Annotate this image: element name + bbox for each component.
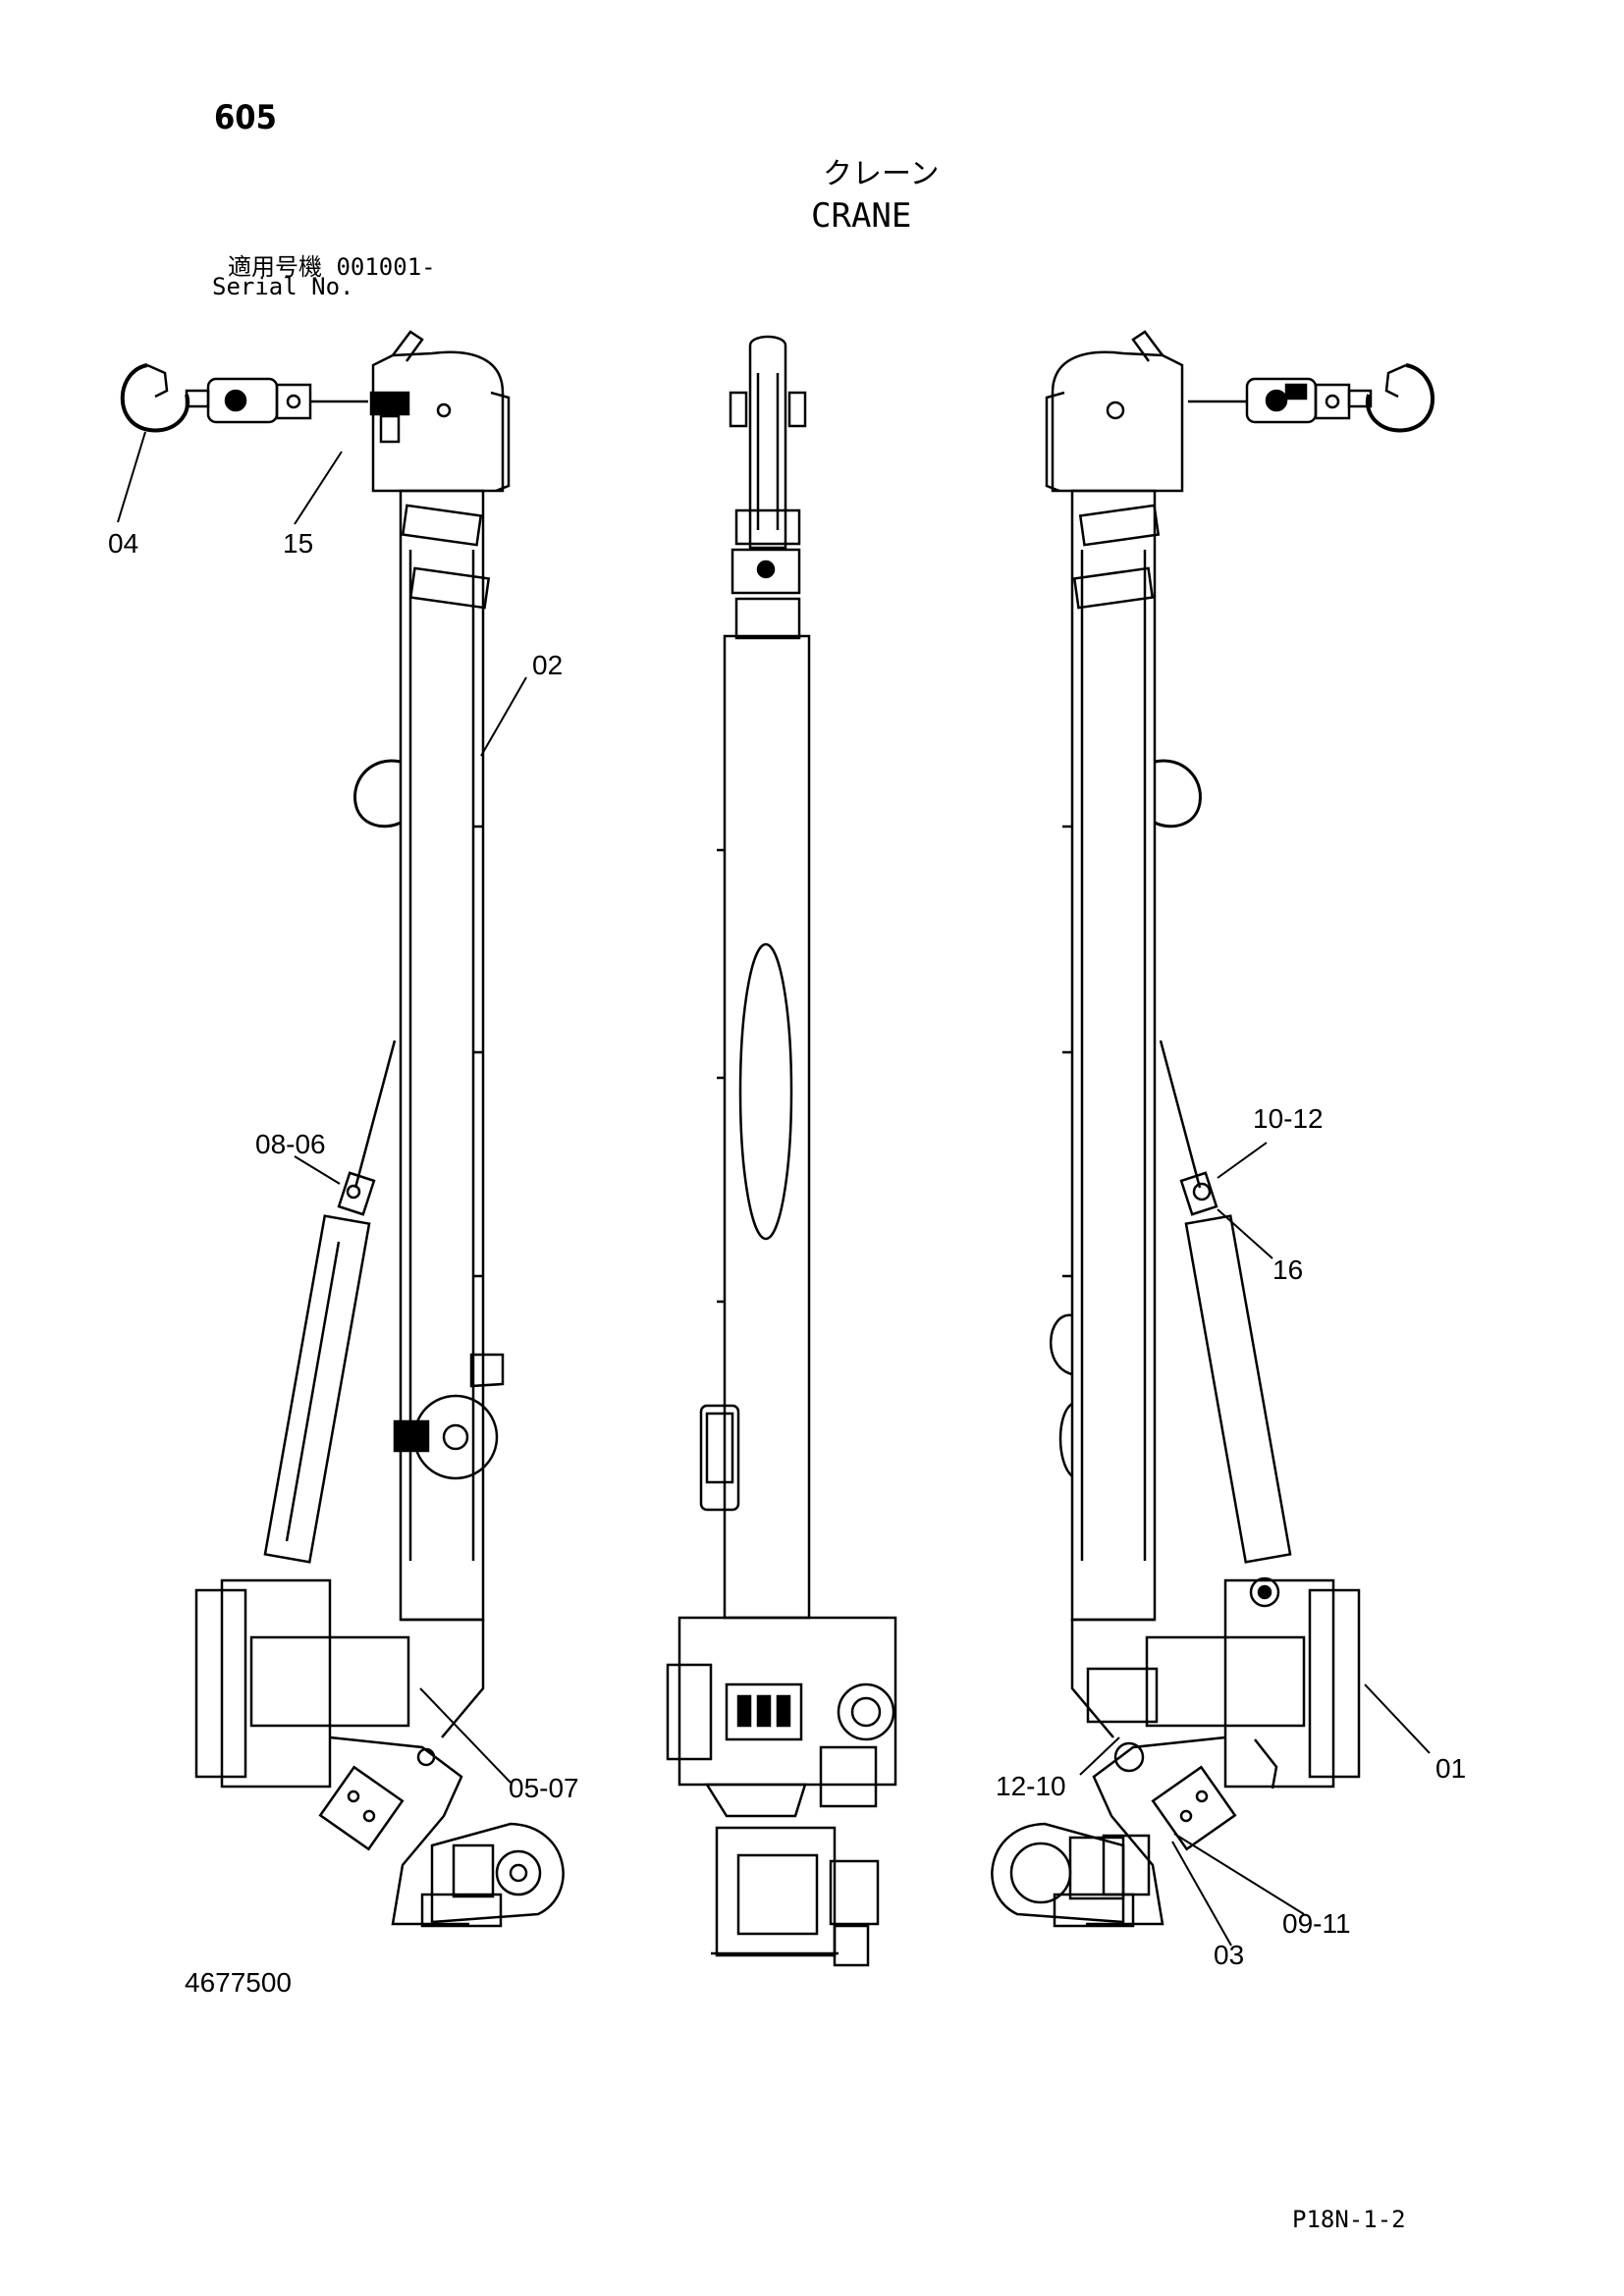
callout-16: 16	[1272, 1255, 1304, 1285]
callout-01: 01	[1435, 1753, 1467, 1784]
right-side-view	[991, 330, 1435, 1928]
callout-12-10: 12-10	[996, 1771, 1066, 1801]
serial-label-english: Serial No.	[212, 273, 354, 300]
page-number: 605	[214, 98, 277, 137]
right-boom-head	[1051, 350, 1184, 493]
left-side-view	[120, 330, 565, 1928]
serial-label-japanese: 適用号機 001001-	[228, 253, 436, 281]
callout-02: 02	[532, 650, 564, 680]
part-number: 4677500	[185, 1967, 293, 1998]
callout-15: 15	[283, 528, 314, 559]
left-hook-icon	[120, 363, 190, 433]
callout-04: 04	[108, 528, 139, 559]
callout-05-07: 05-07	[509, 1773, 579, 1803]
callout-09-11: 09-11	[1282, 1908, 1351, 1939]
center-front-view	[666, 335, 897, 1967]
left-boom-head	[371, 350, 505, 493]
title-japanese: クレーン	[823, 157, 940, 191]
callout-08-06: 08-06	[255, 1129, 326, 1159]
title-english: CRANE	[811, 196, 912, 236]
callout-03: 03	[1214, 1940, 1245, 1970]
page-code: P18N-1-2	[1292, 2206, 1406, 2233]
right-hook-icon	[1365, 363, 1435, 433]
callout-10-12: 10-12	[1253, 1103, 1324, 1134]
right-boom	[1070, 489, 1157, 1622]
